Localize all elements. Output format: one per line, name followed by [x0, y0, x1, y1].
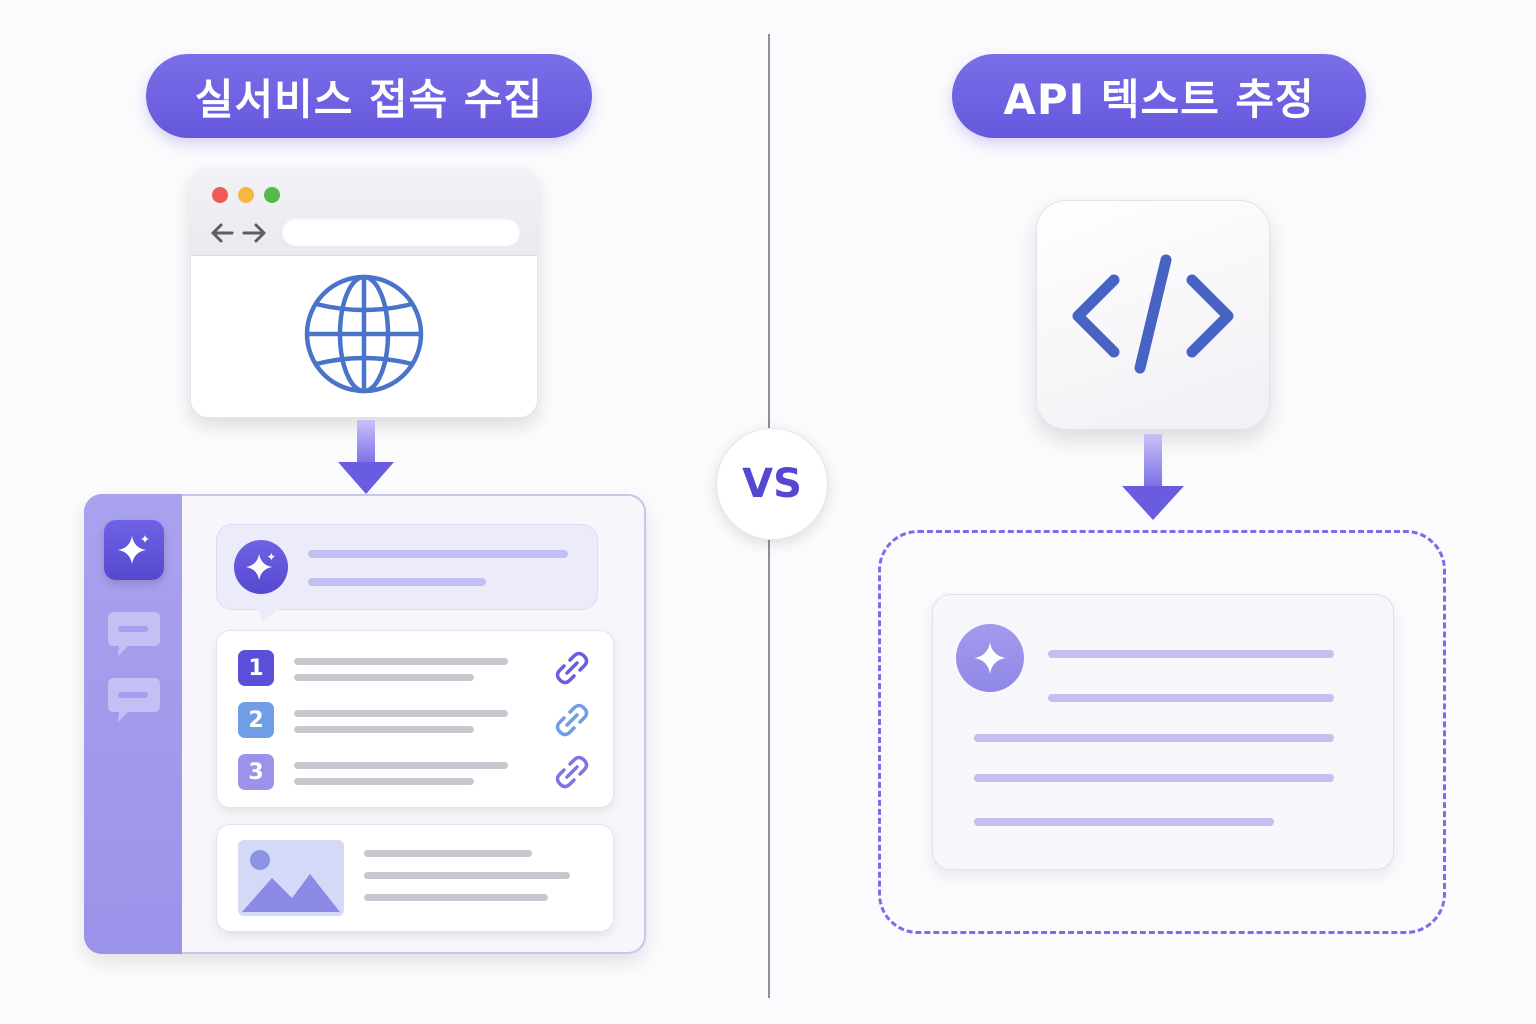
list-item[interactable]: 3: [238, 754, 274, 790]
bubble-tail: [258, 608, 280, 622]
source-text-line: [294, 658, 508, 665]
browser-window: [190, 168, 538, 418]
source-text-line: [294, 726, 474, 733]
chat-bubble-icon[interactable]: [106, 676, 162, 728]
globe-icon: [304, 274, 424, 394]
left-title-pill: 실서비스 접속 수집: [146, 54, 592, 138]
source-text-line: [294, 778, 474, 785]
maximize-dot-icon: [264, 187, 280, 203]
url-bar: [282, 218, 520, 246]
sparkle-icon: [245, 552, 276, 581]
close-dot-icon: [212, 187, 228, 203]
right-down-arrow-icon: [1122, 486, 1184, 520]
link-icon[interactable]: [554, 650, 590, 686]
image-caption-line: [364, 894, 548, 901]
source-text-line: [294, 674, 474, 681]
link-icon[interactable]: [554, 702, 590, 738]
assistant-avatar: [234, 540, 288, 594]
text-line: [974, 734, 1334, 742]
sources-list: 1 2 3: [216, 630, 614, 808]
source-number: 3: [238, 754, 274, 790]
code-box: [1036, 200, 1270, 430]
app-result-panel: 1 2 3: [84, 494, 646, 954]
left-down-arrow-icon: [338, 462, 394, 494]
text-only-card: [932, 594, 1394, 870]
source-number: 1: [238, 650, 274, 686]
link-icon[interactable]: [554, 754, 590, 790]
browser-toolbar: [190, 168, 538, 256]
source-number: 2: [238, 702, 274, 738]
answer-text-line: [308, 550, 568, 558]
right-arrow-shaft: [1144, 434, 1162, 488]
right-title-pill: API 텍스트 추정: [952, 54, 1366, 138]
left-title: 실서비스 접속 수집: [194, 74, 544, 124]
sparkle-button[interactable]: [104, 520, 164, 580]
text-line: [974, 818, 1274, 826]
code-brackets-icon: [1072, 254, 1234, 374]
chat-bubble-icon[interactable]: [106, 610, 162, 662]
source-text-line: [294, 710, 508, 717]
text-line: [974, 774, 1334, 782]
left-arrow-shaft: [357, 420, 375, 464]
answer-bubble: [216, 524, 598, 610]
sparkle-icon: [118, 535, 149, 564]
back-forward-arrows-icon: [211, 223, 266, 243]
vs-label: VS: [742, 461, 802, 507]
app-sidebar: [84, 494, 182, 954]
image-caption-line: [364, 850, 532, 857]
text-line: [1048, 694, 1334, 702]
vs-badge: VS: [716, 428, 828, 540]
text-line: [1048, 650, 1334, 658]
image-caption-line: [364, 872, 570, 879]
image-icon: [238, 840, 344, 916]
right-title: API 텍스트 추정: [1003, 74, 1315, 124]
image-card: [216, 824, 614, 932]
list-item[interactable]: 1: [238, 650, 274, 686]
sparkle-icon: [974, 642, 1006, 674]
list-item[interactable]: 2: [238, 702, 274, 738]
minimize-dot-icon: [238, 187, 254, 203]
source-text-line: [294, 762, 508, 769]
assistant-avatar: [956, 624, 1024, 692]
answer-text-line: [308, 578, 486, 586]
